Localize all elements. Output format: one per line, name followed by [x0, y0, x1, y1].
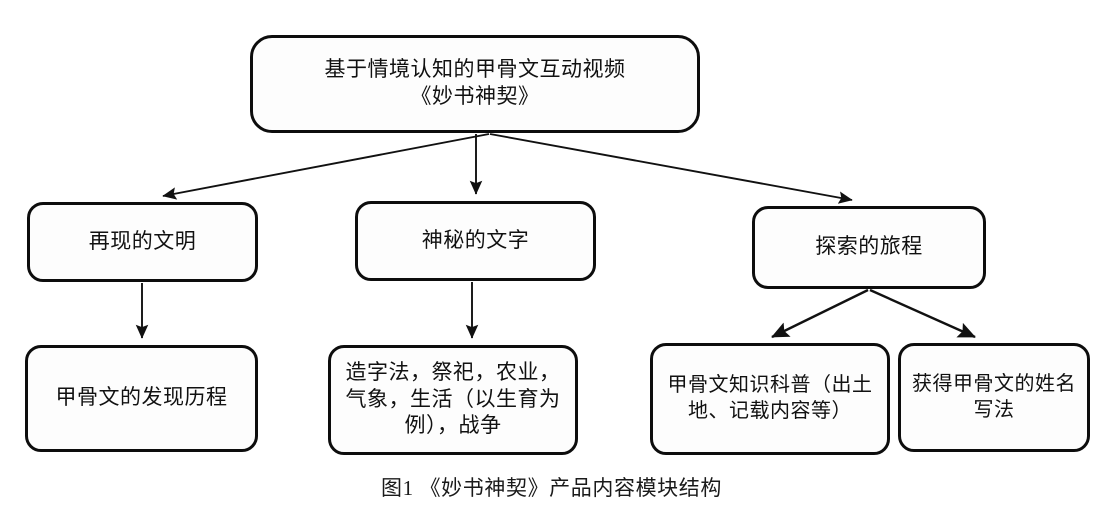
node-knowledge-popularization[interactable]: 甲骨文知识科普（出土地、记载内容等）	[650, 343, 890, 455]
node-discovery-history[interactable]: 甲骨文的发现历程	[25, 345, 258, 452]
figure-caption: 图1 《妙书神契》产品内容模块结构	[381, 476, 722, 500]
node-journey-of-exploration[interactable]: 探索的旅程	[752, 206, 986, 289]
node-mysterious-characters[interactable]: 神秘的文字	[355, 201, 596, 281]
node-discovery-history-label: 甲骨文的发现历程	[55, 386, 228, 410]
node-name-writing-label: 获得甲骨文的姓名写法	[912, 372, 1076, 421]
edge-journey-of-exploration-to-knowledge-popularization	[771, 288, 869, 339]
edge-root-to-reappeared-civilization	[162, 133, 490, 200]
edge-root-to-journey-of-exploration	[489, 133, 853, 204]
node-themes[interactable]: 造字法，祭祀，农业，气象，生活（以生育为例），战争	[328, 345, 578, 455]
node-mysterious-characters-label: 神秘的文字	[421, 228, 530, 252]
node-knowledge-popularization-label: 甲骨文知识科普（出土地、记载内容等）	[667, 374, 873, 422]
node-reappeared-civilization[interactable]: 再现的文明	[27, 202, 258, 282]
edge-journey-of-exploration-to-name-writing	[869, 288, 976, 339]
node-reappeared-civilization-label: 再现的文明	[88, 229, 197, 253]
node-root-label: 基于情境认知的甲骨文互动视频 《妙书神契》	[324, 58, 626, 108]
node-root[interactable]: 基于情境认知的甲骨文互动视频 《妙书神契》	[250, 35, 700, 133]
node-themes-label: 造字法，祭祀，农业，气象，生活（以生育为例），战争	[345, 360, 561, 438]
node-journey-of-exploration-label: 探索的旅程	[815, 235, 923, 259]
node-name-writing[interactable]: 获得甲骨文的姓名写法	[898, 343, 1090, 452]
